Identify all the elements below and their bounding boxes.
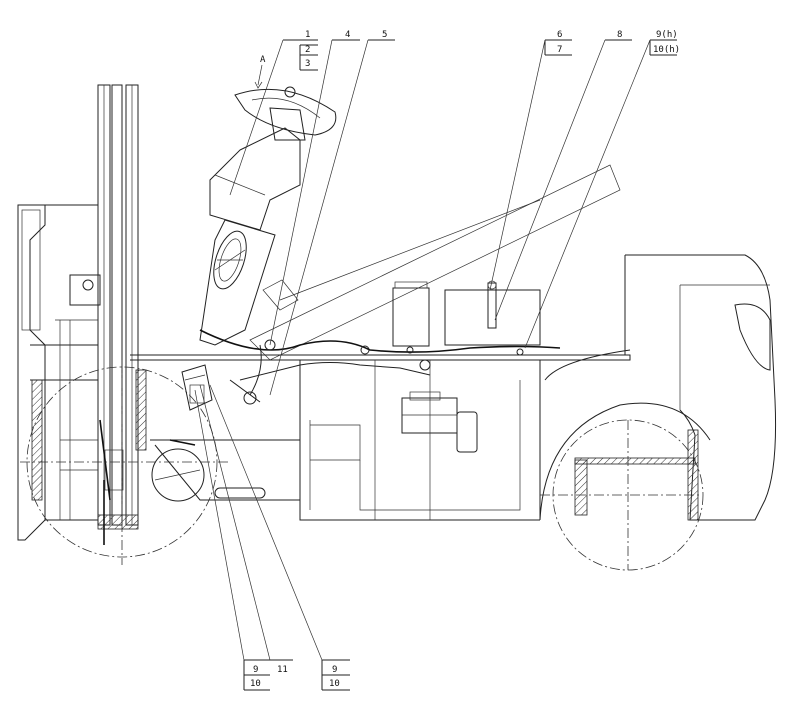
leader-lines xyxy=(194,39,677,691)
callout-4: 4 xyxy=(345,30,350,40)
axle-housing xyxy=(151,439,266,502)
callout-10h: 10(h) xyxy=(653,45,680,55)
counterweight xyxy=(574,254,777,521)
battery-box xyxy=(392,281,430,347)
fuse-panel xyxy=(444,280,541,346)
callout-11: 11 xyxy=(277,665,288,675)
callout-10-right: 10 xyxy=(329,679,340,689)
starter-motor xyxy=(401,391,478,453)
wiring-harness xyxy=(199,329,561,405)
rear-wheel xyxy=(539,402,711,571)
callout-5: 5 xyxy=(382,30,387,40)
fork-carriage xyxy=(17,204,124,545)
callout-6: 6 xyxy=(557,30,562,40)
view-a-label: A xyxy=(260,55,266,65)
callout-2: 2 xyxy=(305,45,310,55)
callout-8: 8 xyxy=(617,30,622,40)
steering-column xyxy=(199,127,301,346)
callout-labels: 1 2 3 4 5 6 7 8 9(h) 10(h) 9 10 11 9 10 … xyxy=(250,30,680,689)
body-panel-lines xyxy=(249,164,621,361)
callout-9-left: 9 xyxy=(253,665,258,675)
callout-3: 3 xyxy=(305,59,310,69)
callout-9h: 9(h) xyxy=(656,30,678,40)
controller-box xyxy=(181,364,213,411)
hood-overlay xyxy=(374,360,431,520)
callout-9-right: 9 xyxy=(332,665,337,675)
callout-1: 1 xyxy=(305,30,310,40)
callout-10-left: 10 xyxy=(250,679,261,689)
chassis-frame xyxy=(130,349,631,521)
steering-wheel xyxy=(234,86,337,141)
callout-7: 7 xyxy=(557,45,562,55)
